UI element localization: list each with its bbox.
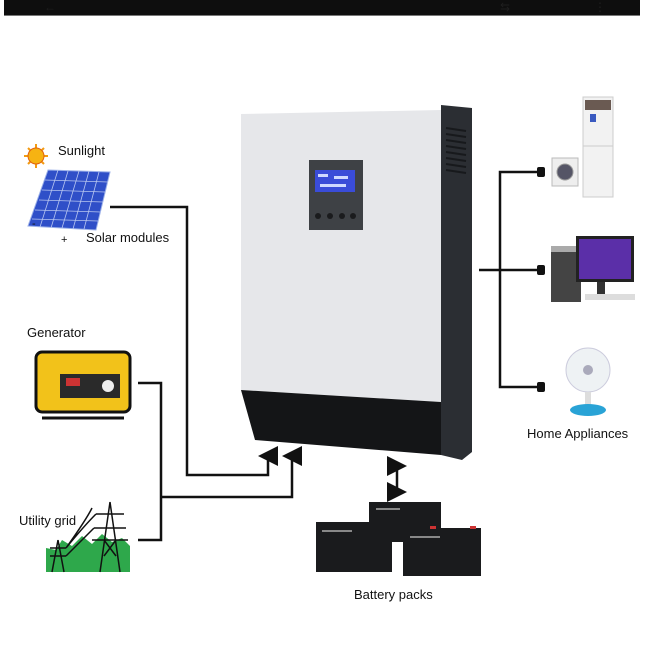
solar-modules-label: Solar modules [86,230,170,245]
battery-packs-label: Battery packs [354,587,433,602]
sunlight-label: Sunlight [58,143,105,158]
share-icon[interactable]: ⇆ [500,0,511,14]
fan-icon [565,347,611,416]
polarity-minus: - [32,218,36,230]
washing-machine-icon [551,157,579,187]
inverter-icon [241,105,472,460]
generator-label: Generator [27,325,86,340]
polarity-plus: + [61,234,68,246]
solar-panel-icon [27,169,111,231]
connection-lines [110,170,545,542]
back-arrow-icon[interactable]: ← [44,0,56,14]
computer-icon [551,236,635,302]
sun-icon [24,144,48,168]
plug-icons [537,167,545,392]
battery-packs-icon [316,502,481,576]
utility-grid-label: Utility grid [19,513,77,528]
home-appliances-label: Home Appliances [527,426,629,441]
more-icon[interactable]: ⋮ [594,0,606,14]
generator-icon [34,350,132,420]
air-conditioner-icon [582,96,614,198]
top-bar: ← ⇆ ⋮ [4,0,640,16]
utility-grid-icon [46,501,130,573]
